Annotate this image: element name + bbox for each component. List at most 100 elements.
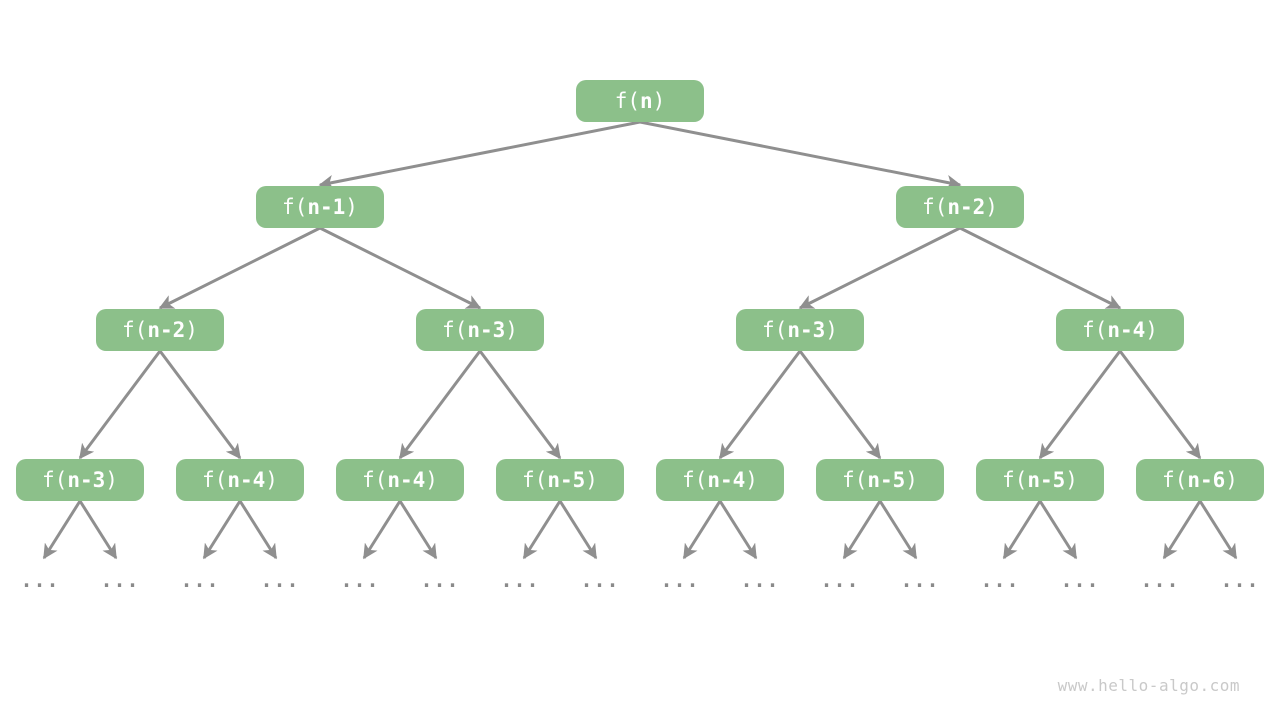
tree-edge — [1038, 500, 1078, 560]
tree-edge — [42, 500, 82, 560]
node-label-arg: n-5 — [547, 468, 586, 492]
node-label-prefix: f( — [442, 318, 468, 342]
node-label-prefix: f( — [522, 468, 548, 492]
ellipsis-leaf: ... — [20, 568, 60, 592]
tree-edge — [1038, 350, 1122, 460]
tree-edge — [522, 500, 562, 560]
tree-edge — [639, 120, 962, 190]
node-label-prefix: f( — [202, 468, 228, 492]
watermark: www.hello-algo.com — [1057, 676, 1240, 695]
node-label-suffix: ) — [985, 195, 998, 219]
ellipsis-leaf: ... — [580, 568, 620, 592]
tree-node-n-4: f(n-4) — [176, 459, 304, 501]
tree-node-n: f(n) — [576, 80, 704, 122]
node-label-suffix: ) — [105, 468, 118, 492]
node-label-arg: n-4 — [387, 468, 426, 492]
ellipsis-leaf: ... — [100, 568, 140, 592]
tree-edge — [798, 350, 882, 460]
tree-node-n-4: f(n-4) — [336, 459, 464, 501]
node-label-suffix: ) — [825, 318, 838, 342]
node-label-arg: n-6 — [1187, 468, 1226, 492]
node-label-arg: n-2 — [947, 195, 986, 219]
tree-edge — [1198, 500, 1238, 560]
node-label-suffix: ) — [1065, 468, 1078, 492]
node-label-prefix: f( — [762, 318, 788, 342]
node-label-suffix: ) — [345, 195, 358, 219]
node-label-prefix: f( — [42, 468, 68, 492]
node-label-arg: n-2 — [147, 318, 186, 342]
ellipsis-leaf: ... — [420, 568, 460, 592]
ellipsis-leaf: ... — [1140, 568, 1180, 592]
ellipsis-leaf: ... — [180, 568, 220, 592]
tree-node-n-3: f(n-3) — [736, 309, 864, 351]
node-label-suffix: ) — [1225, 468, 1238, 492]
tree-edge — [398, 350, 482, 460]
tree-node-n-4: f(n-4) — [656, 459, 784, 501]
tree-edge — [682, 500, 722, 560]
tree-node-n-4: f(n-4) — [1056, 309, 1184, 351]
tree-edge — [1162, 500, 1202, 560]
node-label-prefix: f( — [614, 89, 640, 113]
ellipsis-leaf: ... — [980, 568, 1020, 592]
node-label-prefix: f( — [1162, 468, 1188, 492]
node-label-arg: n-4 — [707, 468, 746, 492]
node-label-arg: n-1 — [307, 195, 346, 219]
tree-node-n-6: f(n-6) — [1136, 459, 1264, 501]
ellipsis-leaf: ... — [1060, 568, 1100, 592]
tree-edge — [158, 350, 242, 460]
ellipsis-leaf: ... — [740, 568, 780, 592]
tree-edge — [1002, 500, 1042, 560]
node-label-suffix: ) — [585, 468, 598, 492]
tree-edge — [78, 350, 162, 460]
ellipsis-leaf: ... — [900, 568, 940, 592]
tree-node-n-5: f(n-5) — [816, 459, 944, 501]
tree-node-n-3: f(n-3) — [16, 459, 144, 501]
tree-edge — [558, 500, 598, 560]
node-label-arg: n-3 — [67, 468, 106, 492]
node-label-arg: n-3 — [787, 318, 826, 342]
tree-edge — [718, 500, 758, 560]
node-label-arg: n — [639, 89, 653, 113]
tree-edge — [158, 226, 321, 310]
ellipsis-leaf: ... — [660, 568, 700, 592]
ellipsis-leaf: ... — [1220, 568, 1260, 592]
node-label-suffix: ) — [905, 468, 918, 492]
ellipsis-leaf: ... — [500, 568, 540, 592]
node-label-suffix: ) — [652, 89, 666, 113]
tree-edge — [478, 350, 562, 460]
node-label-arg: n-5 — [1027, 468, 1066, 492]
node-label-suffix: ) — [425, 468, 438, 492]
tree-edge — [959, 226, 1122, 310]
tree-edge — [202, 500, 242, 560]
node-label-arg: n-5 — [867, 468, 906, 492]
tree-edge — [318, 120, 641, 190]
tree-node-n-2: f(n-2) — [96, 309, 224, 351]
node-label-prefix: f( — [362, 468, 388, 492]
node-label-prefix: f( — [1002, 468, 1028, 492]
tree-edge — [1118, 350, 1202, 460]
node-label-suffix: ) — [1145, 318, 1158, 342]
node-label-suffix: ) — [185, 318, 198, 342]
tree-edge — [718, 350, 802, 460]
ellipsis-leaf: ... — [260, 568, 300, 592]
tree-edge — [878, 500, 918, 560]
node-label-prefix: f( — [682, 468, 708, 492]
tree-edge — [798, 226, 961, 310]
tree-edge — [842, 500, 882, 560]
node-label-prefix: f( — [1082, 318, 1108, 342]
node-label-suffix: ) — [745, 468, 758, 492]
tree-node-n-2: f(n-2) — [896, 186, 1024, 228]
ellipsis-leaf: ... — [340, 568, 380, 592]
tree-node-n-5: f(n-5) — [496, 459, 624, 501]
node-label-prefix: f( — [842, 468, 868, 492]
ellipsis-leaf: ... — [820, 568, 860, 592]
node-label-prefix: f( — [282, 195, 308, 219]
node-label-arg: n-4 — [227, 468, 266, 492]
node-label-prefix: f( — [922, 195, 948, 219]
tree-edge — [319, 226, 482, 310]
tree-edge — [238, 500, 278, 560]
tree-node-n-3: f(n-3) — [416, 309, 544, 351]
tree-edge — [78, 500, 118, 560]
node-label-prefix: f( — [122, 318, 148, 342]
